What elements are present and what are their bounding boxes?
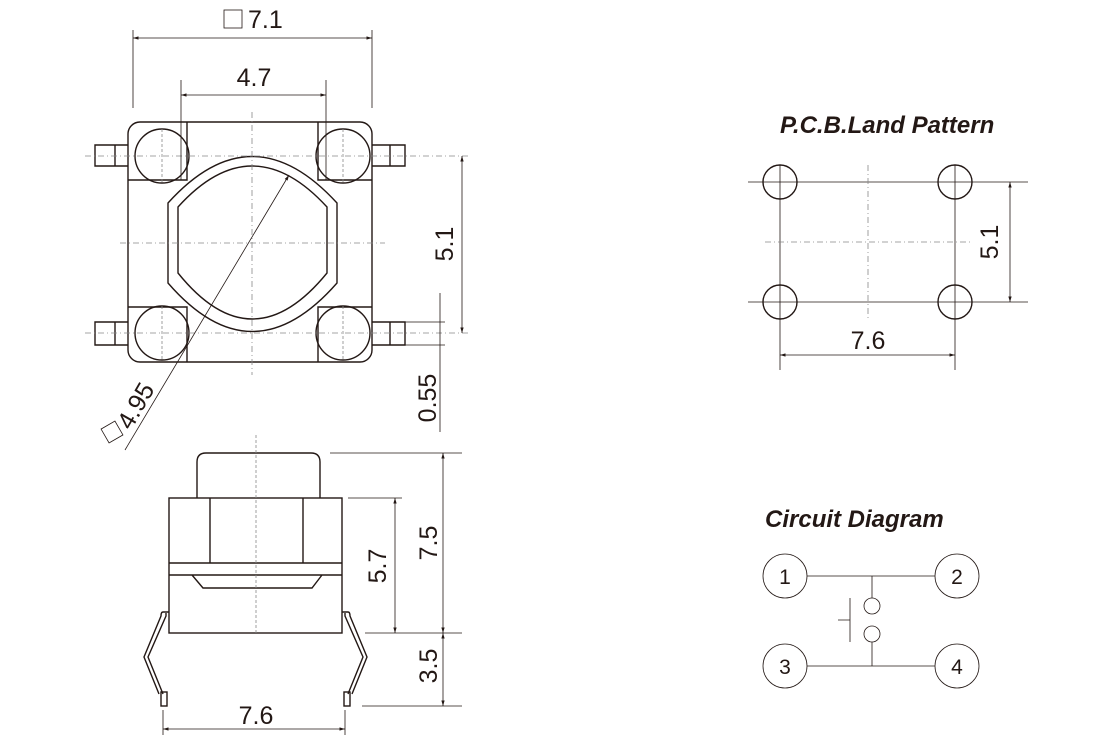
top-view: 7.1 4.7 5.1 0.55 4.95: [85, 6, 470, 451]
pcb-vertical-label: 5.1: [976, 225, 1004, 260]
button-size-label: 4.95: [112, 378, 161, 434]
pcb-land-pattern: P.C.B.Land Pattern 5.1 7.6: [748, 112, 1028, 370]
square-symbol: [223, 9, 243, 29]
leg-length-label: 3.5: [415, 649, 443, 684]
pin-1: 1: [779, 566, 791, 589]
pin-3: 3: [779, 656, 791, 679]
right-leg: [342, 611, 368, 695]
pitch-label: 5.1: [431, 227, 459, 262]
left-leg: [143, 611, 169, 695]
inner-width-label: 4.7: [237, 64, 272, 92]
circuit-title: Circuit Diagram: [765, 506, 944, 533]
button-inner: [177, 165, 328, 320]
button-outer: [167, 156, 338, 333]
pcb-title: P.C.B.Land Pattern: [780, 112, 994, 139]
corner-circles: [134, 128, 371, 361]
square-symbol: [100, 420, 124, 444]
button-cap: [196, 452, 321, 498]
switch-body: [127, 121, 373, 363]
side-view: 7.5 5.7 3.5 7.6: [143, 435, 462, 735]
pcb-horizontal-label: 7.6: [851, 327, 886, 355]
circuit-diagram: Circuit Diagram 1 2 3 4: [762, 506, 980, 689]
pin-4: 4: [951, 656, 963, 679]
body-height-label: 5.7: [364, 549, 392, 584]
pin-2: 2: [951, 566, 963, 589]
side-body: [168, 497, 343, 634]
width-label: 7.1: [248, 6, 283, 34]
leg-pitch-label: 7.6: [239, 702, 274, 730]
total-height-label: 7.5: [415, 526, 443, 561]
pins: [94, 144, 406, 346]
pin-width-label: 0.55: [414, 374, 442, 423]
